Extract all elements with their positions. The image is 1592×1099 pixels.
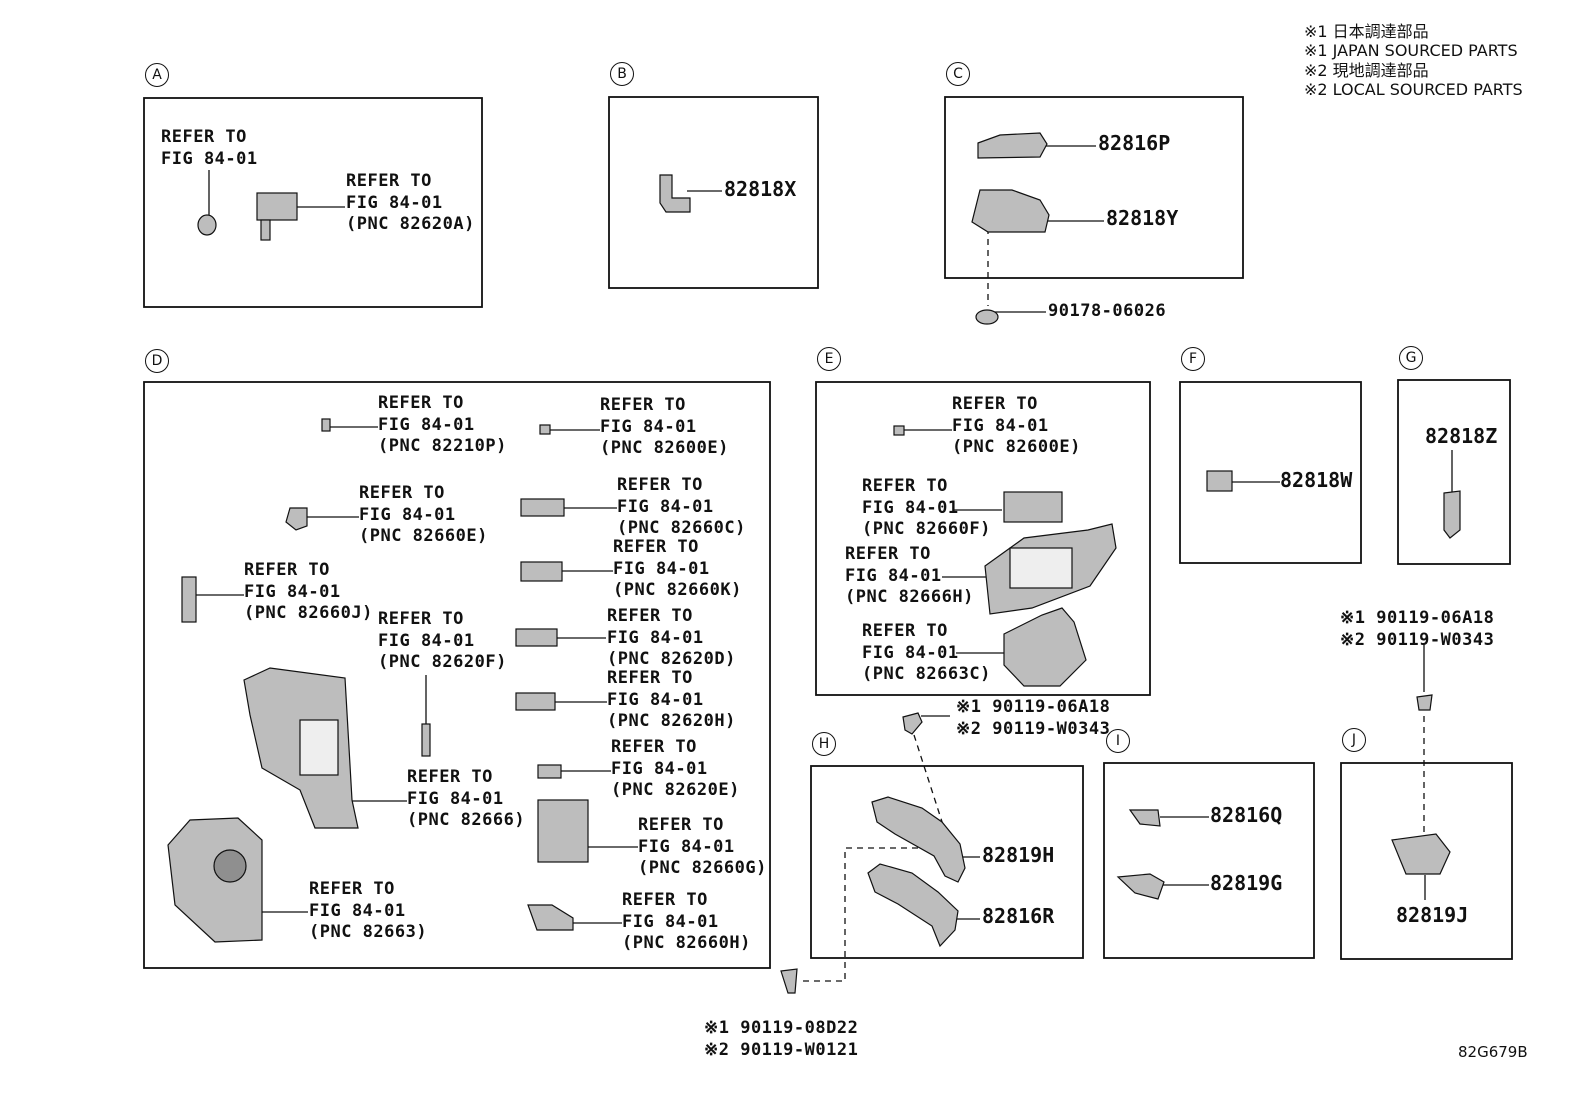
box-g	[1397, 379, 1511, 565]
section-label-h: H	[812, 732, 836, 756]
ref-pnc-82210p[interactable]: REFER TO FIG 84-01 (PNC 82210P)	[378, 393, 507, 456]
part-82818x[interactable]: 82818X	[724, 177, 797, 201]
section-label-i: I	[1106, 729, 1130, 753]
note-2-jp: ※2 現地調達部品	[1304, 61, 1429, 80]
diagram-code: 82G679B	[1458, 1043, 1528, 1061]
part-90178-06026[interactable]: 90178-06026	[1048, 301, 1167, 321]
ref-pnc-82660j[interactable]: REFER TO FIG 84-01 (PNC 82660J)	[244, 560, 373, 623]
part-82818y[interactable]: 82818Y	[1106, 206, 1179, 230]
box-i	[1103, 762, 1315, 959]
section-label-b: B	[610, 62, 634, 86]
ref-pnc-82600e-d[interactable]: REFER TO FIG 84-01 (PNC 82600E)	[600, 395, 729, 458]
ref-pnc-82663[interactable]: REFER TO FIG 84-01 (PNC 82663)	[309, 879, 428, 942]
note-2-en: ※2 LOCAL SOURCED PARTS	[1304, 80, 1523, 99]
note-1-jp: ※1 日本調達部品	[1304, 22, 1429, 41]
ref-pnc-82660e[interactable]: REFER TO FIG 84-01 (PNC 82660E)	[359, 483, 488, 546]
box-b	[608, 96, 819, 289]
ref-pnc-82600e-e[interactable]: REFER TO FIG 84-01 (PNC 82600E)	[952, 394, 1081, 457]
ref-pnc-82663c[interactable]: REFER TO FIG 84-01 (PNC 82663C)	[862, 621, 991, 684]
ref-fig-a[interactable]: REFER TO FIG 84-01	[161, 127, 258, 169]
ref-pnc-82660g[interactable]: REFER TO FIG 84-01 (PNC 82660G)	[638, 815, 767, 878]
part-82818w[interactable]: 82818W	[1280, 468, 1353, 492]
part-82819h[interactable]: 82819H	[982, 843, 1055, 867]
ref-pnc-82666h[interactable]: REFER TO FIG 84-01 (PNC 82666H)	[845, 544, 974, 607]
bolt-h[interactable]: ※1 90119-06A18 ※2 90119-W0343	[956, 697, 1111, 739]
section-label-a: A	[145, 63, 169, 87]
box-j	[1340, 762, 1513, 960]
part-82819g[interactable]: 82819G	[1210, 871, 1283, 895]
box-f	[1179, 381, 1362, 564]
bolt-bottom[interactable]: ※1 90119-08D22 ※2 90119-W0121	[704, 1018, 859, 1060]
bolt-j[interactable]: ※1 90119-06A18 ※2 90119-W0343	[1340, 608, 1495, 650]
ref-pnc-82660h[interactable]: REFER TO FIG 84-01 (PNC 82660H)	[622, 890, 751, 953]
section-label-c: C	[946, 62, 970, 86]
ref-pnc-82620f[interactable]: REFER TO FIG 84-01 (PNC 82620F)	[378, 609, 507, 672]
ref-pnc-82620h[interactable]: REFER TO FIG 84-01 (PNC 82620H)	[607, 668, 736, 731]
ref-pnc-82660c[interactable]: REFER TO FIG 84-01 (PNC 82660C)	[617, 475, 746, 538]
ref-pnc-82620e[interactable]: REFER TO FIG 84-01 (PNC 82620E)	[611, 737, 740, 800]
ref-pnc-82620a[interactable]: REFER TO FIG 84-01 (PNC 82620A)	[346, 171, 475, 234]
part-82816r[interactable]: 82816R	[982, 904, 1055, 928]
box-a	[143, 97, 483, 308]
part-82816q[interactable]: 82816Q	[1210, 803, 1283, 827]
box-c	[944, 96, 1244, 279]
note-1-en: ※1 JAPAN SOURCED PARTS	[1304, 41, 1518, 60]
ref-pnc-82666[interactable]: REFER TO FIG 84-01 (PNC 82666)	[407, 767, 526, 830]
section-label-j: J	[1342, 728, 1366, 752]
section-label-f: F	[1181, 347, 1205, 371]
part-82819j[interactable]: 82819J	[1396, 903, 1469, 927]
box-e	[815, 381, 1151, 696]
box-h	[810, 765, 1084, 959]
ref-pnc-82660k[interactable]: REFER TO FIG 84-01 (PNC 82660K)	[613, 537, 742, 600]
part-82818z[interactable]: 82818Z	[1425, 424, 1498, 448]
section-label-d: D	[145, 349, 169, 373]
ref-pnc-82620d[interactable]: REFER TO FIG 84-01 (PNC 82620D)	[607, 606, 736, 669]
box-d	[143, 381, 771, 969]
ref-pnc-82660f[interactable]: REFER TO FIG 84-01 (PNC 82660F)	[862, 476, 991, 539]
section-label-g: G	[1399, 346, 1423, 370]
part-82816p[interactable]: 82816P	[1098, 131, 1171, 155]
section-label-e: E	[817, 347, 841, 371]
